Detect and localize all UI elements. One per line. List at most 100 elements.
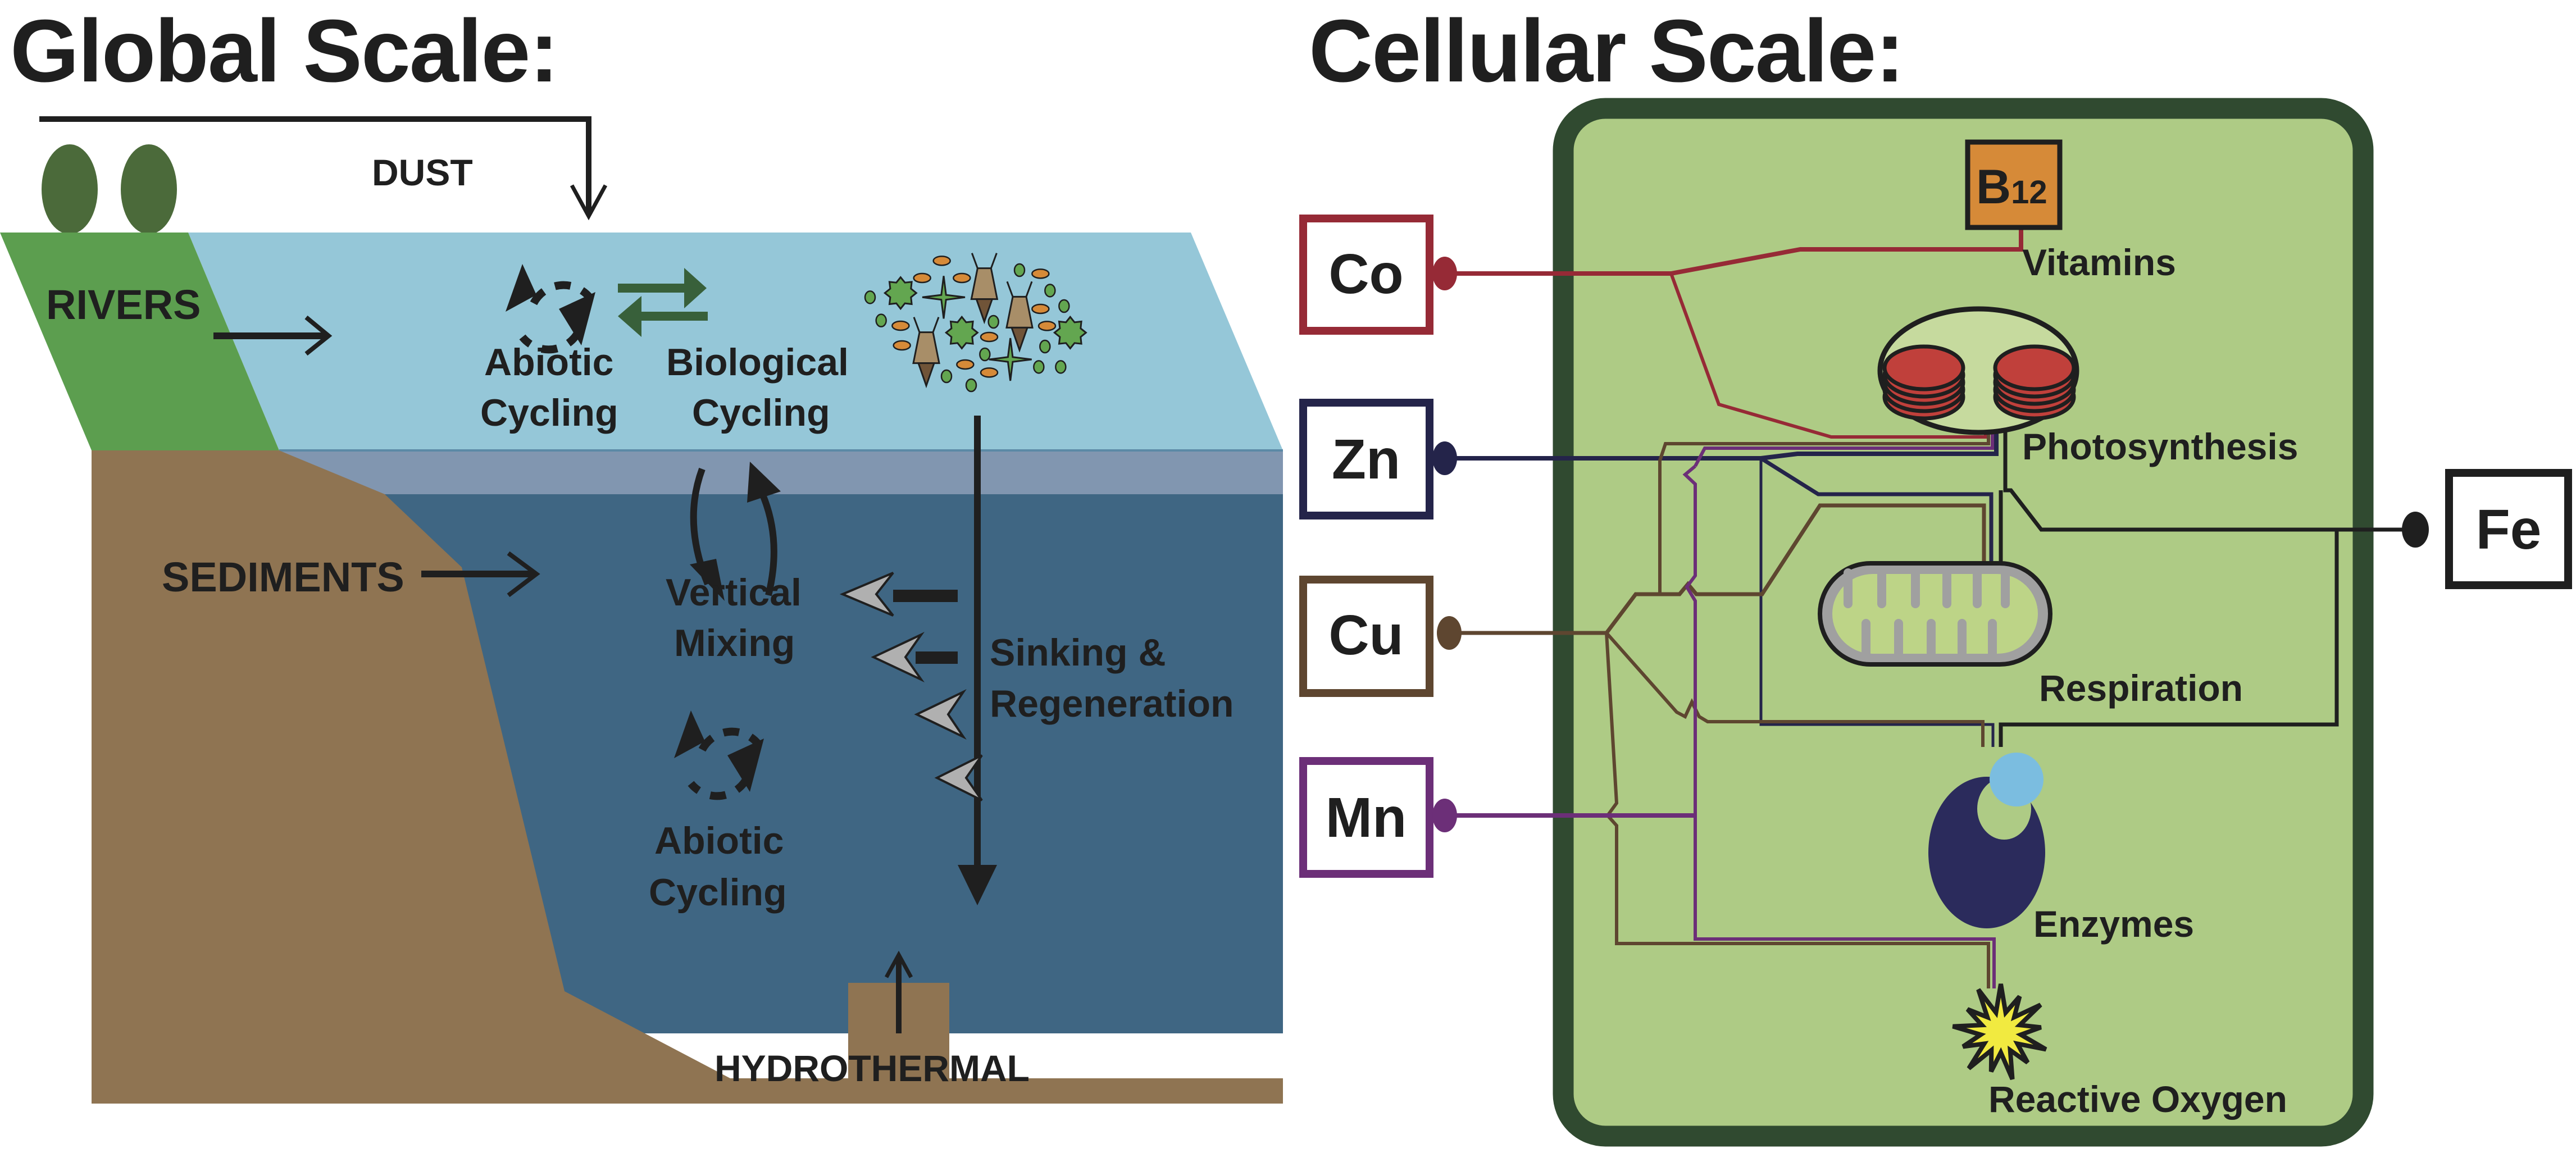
fe-pathway <box>2003 427 2415 532</box>
phytoplankton-cell <box>893 340 911 351</box>
zooplankton-body <box>912 331 940 364</box>
phytoplankton-cell <box>1031 303 1050 315</box>
rivers-arrow-icon <box>213 315 333 356</box>
land <box>0 233 279 450</box>
regeneration-arrowhead-icon <box>914 689 967 740</box>
regeneration-arrowhead-icon <box>934 754 983 801</box>
metal-zn: Zn <box>1299 399 1457 519</box>
exchange-arrows-icon <box>618 268 708 337</box>
sediments <box>92 450 1283 1104</box>
abiotic-deep-label-1: Abiotic <box>654 819 784 862</box>
respiration-label: Respiration <box>2039 667 2243 709</box>
abiotic-deep-label-2: Cycling <box>649 871 787 914</box>
phytoplankton-cell <box>987 315 999 329</box>
zooplankton-antenna <box>1006 281 1014 297</box>
zooplankton-antenna <box>1025 281 1033 297</box>
fe-connector-dot <box>2402 512 2429 548</box>
sinking-label-2: Regeneration <box>990 682 1234 725</box>
curved-arrows-icon <box>690 462 781 601</box>
cycle-arrows-icon <box>506 264 595 354</box>
cu-connector-dot <box>1437 616 1462 650</box>
metal-cu: Cu <box>1299 576 1462 697</box>
thylakoid-disc <box>1993 344 2076 391</box>
phytoplankton-cell <box>1037 321 1057 331</box>
b12-base: B <box>1976 160 2011 214</box>
phytoplankton-cell <box>980 367 999 378</box>
phytoplankton-cell <box>1055 360 1067 374</box>
cu-pathway <box>1444 503 1986 635</box>
mn-connector-dot <box>1432 799 1457 832</box>
zooplankton-tail <box>975 298 994 325</box>
phytoplankton-cell <box>1058 299 1070 313</box>
dinoflagellate-cell <box>922 276 966 319</box>
phytoplankton-cell <box>979 347 991 362</box>
plankton-cluster-icon <box>864 253 1087 393</box>
zooplankton-tail <box>917 362 936 389</box>
co-connector-dot <box>1432 257 1457 290</box>
cellular-scale-title: Cellular Scale: <box>1309 2 1904 101</box>
zn-pathway <box>1760 457 1994 563</box>
phytoplankton-cell <box>1033 360 1045 374</box>
dust-label: DUST <box>372 152 473 193</box>
regeneration-arrowhead-icon <box>839 572 958 617</box>
enzymes-label: Enzymes <box>2033 903 2194 945</box>
phytoplankton-cell <box>864 290 876 304</box>
phytoplankton-cell <box>1039 339 1051 354</box>
zn-pathway <box>1444 427 1999 461</box>
metal-symbol: Mn <box>1326 786 1407 849</box>
zn-connector-dot <box>1432 441 1457 475</box>
metal-co: Co <box>1299 215 1457 335</box>
metal-symbol: Fe <box>2476 498 2542 561</box>
metal-pathways <box>1444 227 2415 988</box>
co-pathway <box>1444 227 2023 276</box>
phytoplankton-cell <box>980 331 999 343</box>
metal-symbol: Zn <box>1332 428 1400 491</box>
sediments-label: SEDIMENTS <box>162 554 404 600</box>
svg-text:B12: B12 <box>1976 160 2047 214</box>
global-scale-title: Global Scale: <box>10 2 558 101</box>
biological-label-2: Cycling <box>692 391 830 434</box>
phytoplankton-cell <box>1044 284 1056 298</box>
phytoplankton-cell <box>1013 263 1026 277</box>
zooplankton-antenna <box>913 317 921 333</box>
sinking-arrow-icon <box>958 416 997 905</box>
vitamins-label: Vitamins <box>2022 241 2176 283</box>
metal-mn: Mn <box>1299 757 1457 878</box>
cu-pathway <box>1636 427 1990 596</box>
cu-pathway <box>1605 632 1990 988</box>
diatom-cell <box>883 276 918 311</box>
mitochondrion-icon <box>1818 561 2052 667</box>
mid-water-layer <box>279 450 1283 494</box>
zooplankton-body <box>970 267 999 300</box>
vertical-mixing-label-1: Vertical <box>666 571 802 614</box>
b12-subscript: 12 <box>2011 174 2047 211</box>
vertical-mixing-label-2: Mixing <box>674 622 795 664</box>
zooplankton-antenna <box>971 253 978 269</box>
diatom-cell <box>944 315 979 350</box>
phytoplankton-cell <box>875 313 887 327</box>
dust-arrow-icon <box>39 116 608 221</box>
metal-symbol: Co <box>1328 243 1403 306</box>
metal-symbol: Cu <box>1328 604 1403 667</box>
thylakoid-disc <box>1882 344 1965 391</box>
mn-pathway <box>1682 464 1996 988</box>
mn-pathway <box>1694 427 1994 467</box>
sediments-arrow-icon <box>421 551 540 598</box>
dinoflagellate-cell <box>989 338 1032 381</box>
metal-fe: Fe <box>2402 469 2572 589</box>
biological-label-1: Biological <box>666 341 849 384</box>
phytoplankton-cell <box>940 369 953 384</box>
phytoplankton-cell <box>1031 268 1050 279</box>
cycle-arrows-icon <box>674 710 764 800</box>
sinking-label-1: Sinking & <box>990 631 1166 674</box>
enzyme-icon <box>1928 753 2045 928</box>
fe-pathway <box>1999 530 2339 747</box>
chloroplast-icon <box>1877 306 2079 435</box>
phytoplankton-cell <box>913 272 931 284</box>
hydrothermal-arrow-icon <box>884 950 913 1033</box>
photosynthesis-label: Photosynthesis <box>2022 426 2298 467</box>
reactive-oxygen-icon <box>1952 983 2047 1081</box>
diatom-cell <box>1053 315 1087 350</box>
abiotic-surface-label-1: Abiotic <box>484 341 613 384</box>
